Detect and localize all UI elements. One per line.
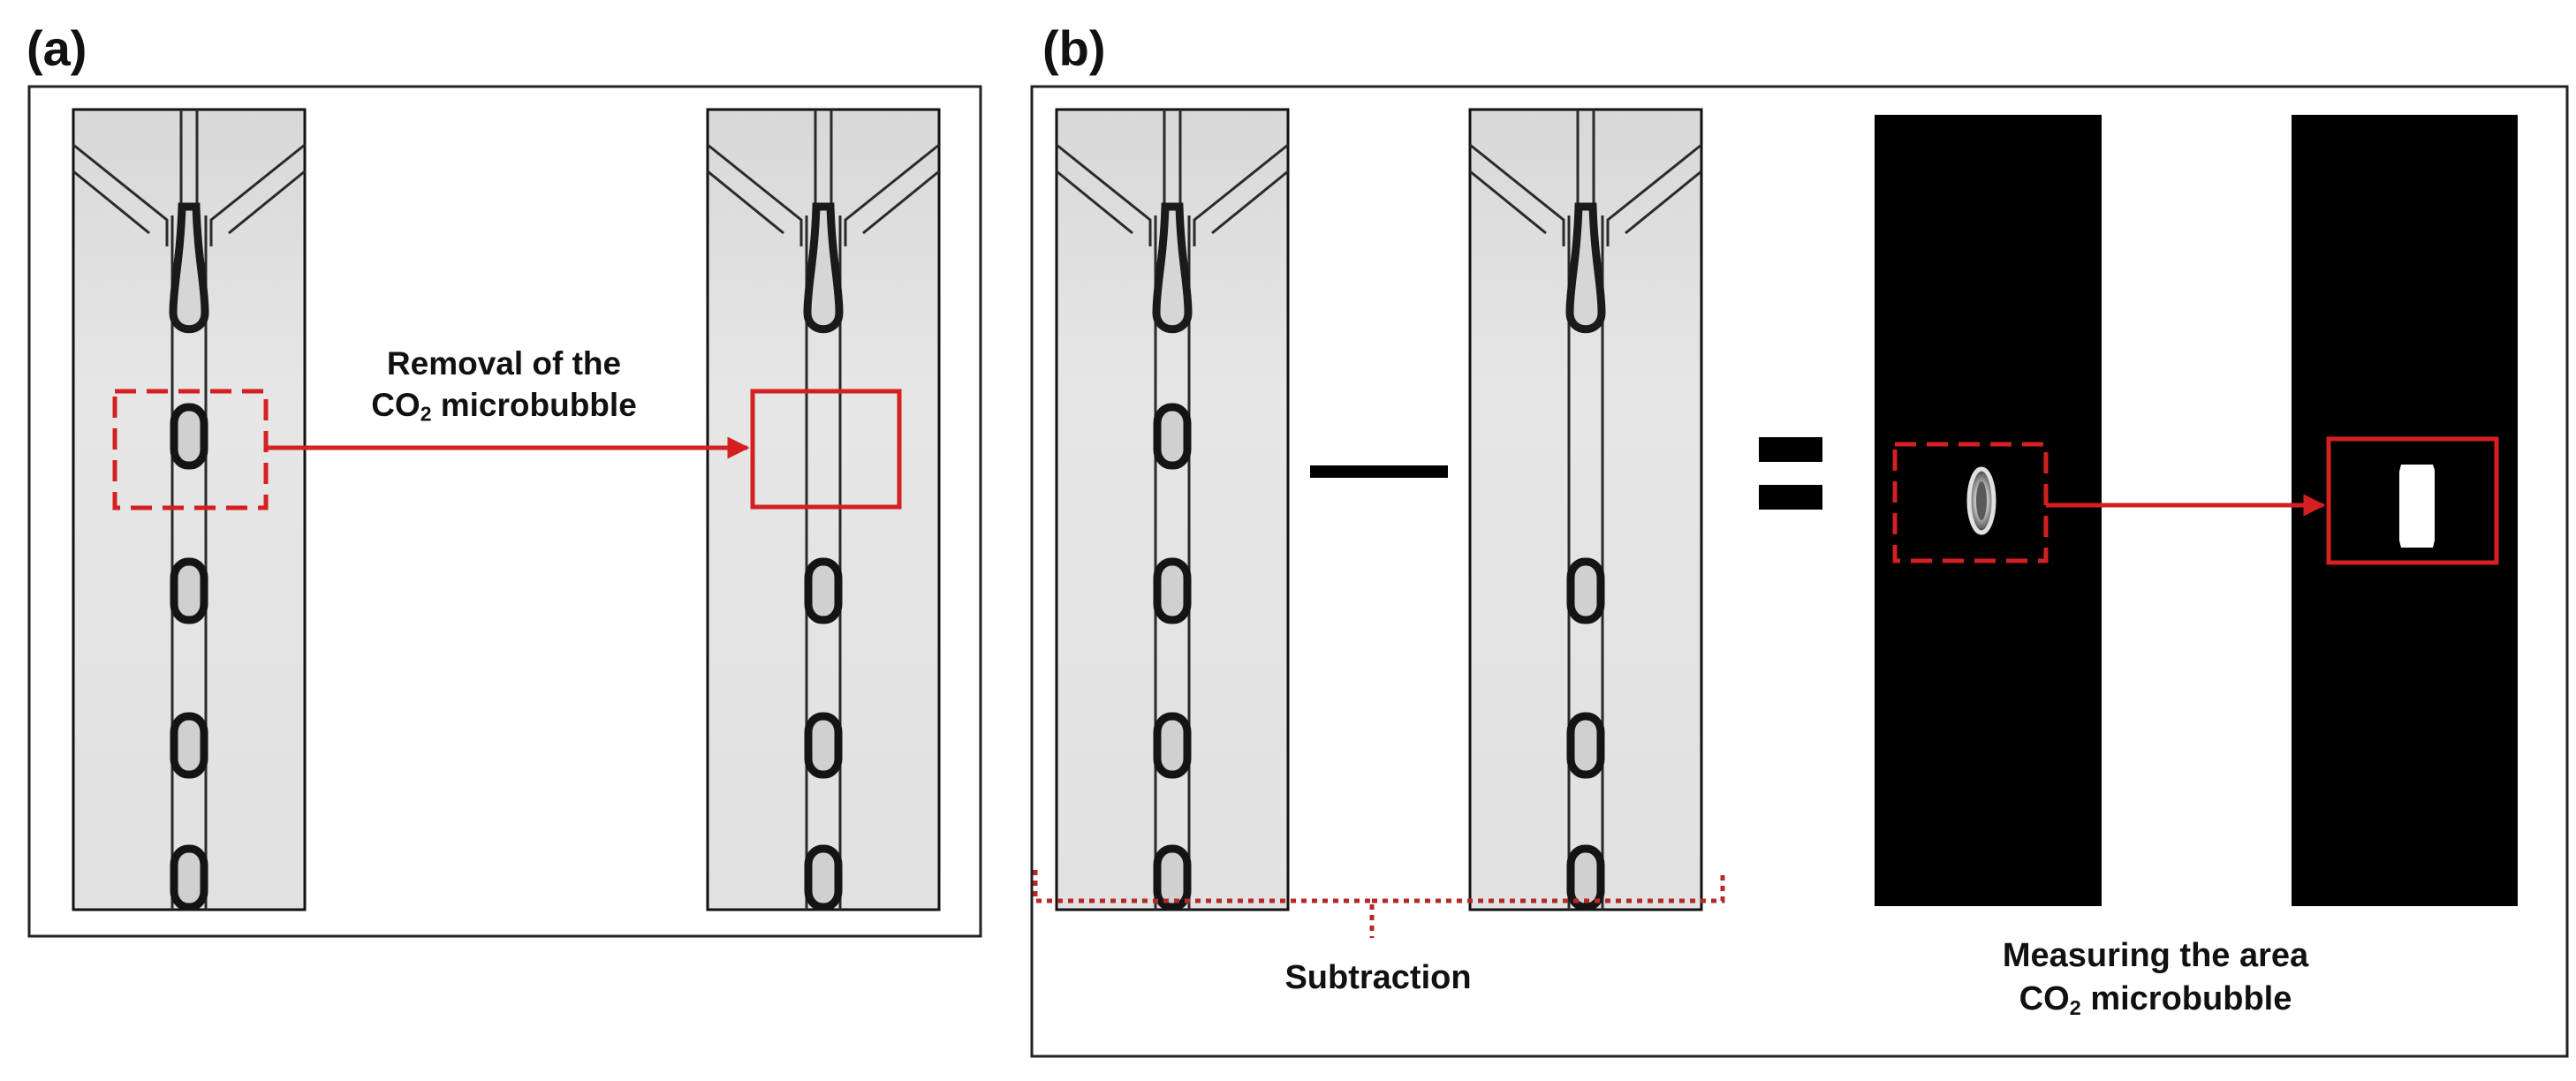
liquid-inlet-left: [1469, 143, 1565, 246]
liquid-inlet-right: [844, 143, 940, 246]
co2-microbubble: [1153, 712, 1192, 779]
liquid-inlet-left: [707, 170, 784, 235]
co2-microbubble: [1153, 844, 1192, 911]
microchannel: [707, 110, 940, 911]
liquid-inlet-right: [1625, 170, 1702, 235]
equals-sign-icon-lower: [1759, 485, 1822, 510]
removal-caption: Removal of the CO2 microbubble: [325, 343, 683, 427]
co2-microbubble: [170, 557, 208, 624]
panel-b-label: (b): [1042, 20, 1106, 76]
liquid-inlet-left: [1469, 170, 1547, 235]
liquid-inlet-right: [209, 143, 306, 246]
panel-b-image-before: [1055, 108, 1290, 911]
co2-microbubble: [804, 712, 843, 779]
measure-caption-line1: Measuring the area: [2002, 937, 2309, 974]
liquid-inlet-right: [1193, 143, 1289, 246]
forming-bubble: [1152, 202, 1193, 334]
liquid-inlet-left: [1056, 143, 1152, 246]
measure-box-solid: [2326, 436, 2499, 565]
co2-microbubble: [1566, 712, 1605, 779]
co2-microbubble: [170, 844, 208, 911]
subtraction-caption: Subtraction: [1284, 959, 1472, 996]
forming-bubble: [1565, 202, 1606, 334]
measure-caption: Measuring the area CO2 microbubble: [1926, 934, 2385, 1021]
microchannel: [1469, 110, 1702, 911]
forming-bubble: [803, 202, 844, 334]
co2-microbubble: [1153, 557, 1192, 624]
measure-box-dashed: [1892, 442, 2049, 563]
panel-a-label: (a): [27, 20, 87, 76]
equals-sign-icon: [1759, 437, 1822, 462]
panel-b-image-after: [1468, 108, 1703, 911]
removal-caption-line2: CO2 microbubble: [371, 387, 637, 427]
panel-b-frame: [1030, 85, 2569, 1058]
co2-microbubble: [1566, 844, 1605, 911]
subtraction-bracket: [1033, 870, 1725, 938]
liquid-inlet-left: [707, 143, 803, 246]
forming-bubble: [169, 202, 209, 334]
liquid-inlet-right: [1606, 143, 1702, 246]
co2-microbubble: [804, 844, 843, 911]
liquid-inlet-right: [1211, 170, 1289, 235]
removal-caption-line1: Removal of the: [386, 345, 622, 382]
panel-a-image-before: [72, 108, 307, 911]
liquid-inlet-left: [72, 143, 169, 246]
measure-caption-line2: CO2 microbubble: [2019, 979, 2292, 1019]
binary-mask-bubble: [2399, 465, 2435, 548]
microchannel: [1056, 110, 1289, 911]
liquid-inlet-left: [72, 170, 150, 235]
difference-bubble-ring: [1966, 466, 1996, 535]
microchannel: [72, 110, 306, 911]
liquid-inlet-left: [1056, 170, 1133, 235]
minus-sign-icon: [1310, 465, 1448, 478]
liquid-inlet-right: [862, 170, 940, 235]
liquid-inlet-right: [228, 170, 306, 235]
co2-microbubble: [1153, 403, 1192, 470]
panel-a-image-after: [706, 108, 941, 911]
co2-microbubble: [170, 712, 208, 779]
co2-microbubble: [804, 557, 843, 624]
difference-bubble-core: [1976, 481, 1987, 520]
panel-a-frame: [27, 85, 982, 938]
co2-microbubble: [1566, 557, 1605, 624]
co2-microbubble: [170, 403, 208, 470]
selection-box-solid: [750, 389, 902, 510]
